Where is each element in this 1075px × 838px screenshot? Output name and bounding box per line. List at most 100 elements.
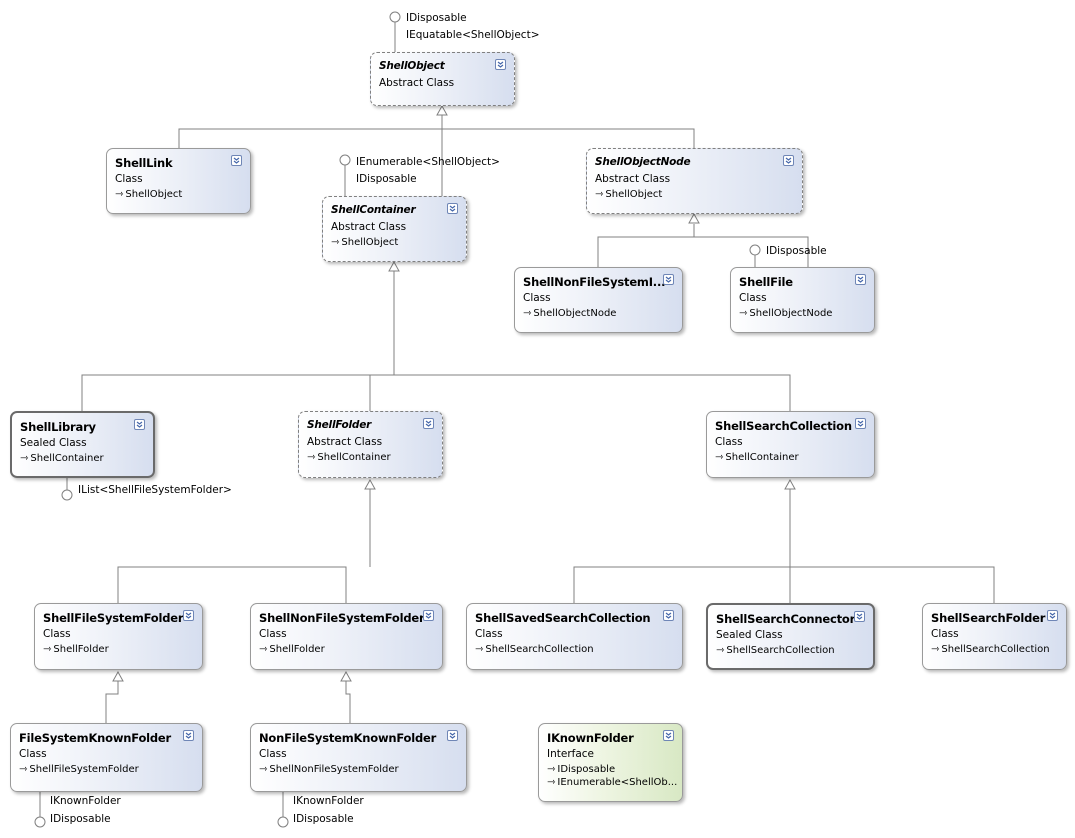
collapse-chevron-icon[interactable] <box>663 274 674 285</box>
class-shape-shellnonfilesystemfolder[interactable]: ShellNonFileSystemFolder Class ⇾ShellFol… <box>250 603 443 670</box>
class-shape-shellobject[interactable]: ShellObject Abstract Class <box>370 52 515 106</box>
inherit-arrow-icon: ⇾ <box>547 764 556 775</box>
inherit-arrow-icon: ⇾ <box>307 452 316 463</box>
collapse-chevron-icon[interactable] <box>495 59 506 70</box>
inherit-arrow-icon: ⇾ <box>716 645 725 656</box>
class-name: ShellFileSystemFolder <box>43 611 184 625</box>
class-kind: Class <box>475 628 503 640</box>
interface-label-idisposable: IDisposable <box>356 173 417 185</box>
class-name: ShellFile <box>739 275 793 289</box>
base-type: ⇾IEnumerable<ShellOb... <box>547 777 677 788</box>
inherit-arrow-icon: ⇾ <box>715 452 724 463</box>
base-type-label: ShellObject <box>605 189 663 200</box>
base-type: ⇾ShellFolder <box>259 644 325 655</box>
class-name: FileSystemKnownFolder <box>19 731 171 745</box>
class-shape-shelllibrary[interactable]: ShellLibrary Sealed Class ⇾ShellContaine… <box>10 411 155 478</box>
class-name: ShellContainer <box>331 204 416 216</box>
collapse-chevron-icon[interactable] <box>854 611 865 622</box>
class-name: ShellSavedSearchCollection <box>475 611 651 625</box>
interface-name: IKnownFolder <box>547 731 634 745</box>
collapse-chevron-icon[interactable] <box>183 610 194 621</box>
base-type-label: ShellSearchCollection <box>485 644 594 655</box>
collapse-chevron-icon[interactable] <box>855 274 866 285</box>
interface-label-iequatable: IEquatable<ShellObject> <box>406 29 540 41</box>
class-kind: Class <box>715 436 743 448</box>
collapse-chevron-icon[interactable] <box>1047 610 1058 621</box>
class-shape-shellfolder[interactable]: ShellFolder Abstract Class ⇾ShellContain… <box>298 411 443 478</box>
collapse-chevron-icon[interactable] <box>663 610 674 621</box>
base-type: ⇾ShellFolder <box>43 644 109 655</box>
collapse-chevron-icon[interactable] <box>663 730 674 741</box>
class-kind: Class <box>739 292 767 304</box>
base-type-label: ShellSearchCollection <box>726 645 835 656</box>
class-kind: Class <box>259 748 287 760</box>
class-kind: Class <box>259 628 287 640</box>
inherit-arrow-icon: ⇾ <box>259 764 268 775</box>
base-type-label: ShellFolder <box>269 644 325 655</box>
collapse-chevron-icon[interactable] <box>134 419 145 430</box>
class-shape-shellsearchconnector[interactable]: ShellSearchConnector Sealed Class ⇾Shell… <box>706 603 875 670</box>
class-shape-shellsavedsearchcollection[interactable]: ShellSavedSearchCollection Class ⇾ShellS… <box>466 603 683 670</box>
interface-label-idisposable: IDisposable <box>766 245 827 257</box>
class-name: ShellSearchFolder <box>931 611 1046 625</box>
inherit-arrow-icon: ⇾ <box>43 644 52 655</box>
class-shape-shellcontainer[interactable]: ShellContainer Abstract Class ⇾ShellObje… <box>322 196 467 262</box>
collapse-chevron-icon[interactable] <box>447 203 458 214</box>
base-type-label: ShellContainer <box>317 452 391 463</box>
class-name: ShellNonFileSystemFolder <box>259 611 425 625</box>
inherit-arrow-icon: ⇾ <box>19 764 28 775</box>
base-type: ⇾ShellObject <box>115 189 182 200</box>
interface-label-iknownfolder: IKnownFolder <box>50 795 121 807</box>
inherit-arrow-icon: ⇾ <box>547 777 556 788</box>
class-shape-nonfilesystemknownfolder[interactable]: NonFileSystemKnownFolder Class ⇾ShellNon… <box>250 723 467 792</box>
base-type: ⇾ShellContainer <box>307 452 391 463</box>
collapse-chevron-icon[interactable] <box>423 418 434 429</box>
base-type: ⇾ShellFileSystemFolder <box>19 764 139 775</box>
base-type: ⇾IDisposable <box>547 764 615 775</box>
inherit-arrow-icon: ⇾ <box>931 644 940 655</box>
class-kind: Abstract Class <box>307 436 383 448</box>
class-kind: Abstract Class <box>331 221 407 233</box>
class-name: ShellNonFileSystemI... <box>523 275 666 289</box>
base-type-label: ShellObject <box>125 189 183 200</box>
class-shape-shellnonfilesystemitem[interactable]: ShellNonFileSystemI... Class ⇾ShellObjec… <box>514 267 683 333</box>
base-type-label: ShellContainer <box>30 453 104 464</box>
base-type: ⇾ShellObject <box>331 237 398 248</box>
class-kind: Class <box>19 748 47 760</box>
class-shape-shellsearchfolder[interactable]: ShellSearchFolder Class ⇾ShellSearchColl… <box>922 603 1067 670</box>
interface-kind: Interface <box>547 748 595 760</box>
collapse-chevron-icon[interactable] <box>183 730 194 741</box>
class-name: ShellLibrary <box>20 420 96 434</box>
interface-shape-iknownfolder[interactable]: IKnownFolder Interface ⇾IDisposable ⇾IEn… <box>538 723 683 802</box>
interface-label-idisposable: IDisposable <box>50 813 111 825</box>
class-shape-shellobjectnode[interactable]: ShellObjectNode Abstract Class ⇾ShellObj… <box>586 148 803 214</box>
class-kind: Class <box>931 628 959 640</box>
base-type: ⇾ShellObjectNode <box>739 308 832 319</box>
interface-label-idisposable: IDisposable <box>293 813 354 825</box>
class-shape-shellsearchcollection[interactable]: ShellSearchCollection Class ⇾ShellContai… <box>706 411 875 478</box>
class-shape-shellfile[interactable]: ShellFile Class ⇾ShellObjectNode <box>730 267 875 333</box>
class-name: ShellObjectNode <box>595 156 691 168</box>
inherit-arrow-icon: ⇾ <box>331 237 340 248</box>
base-type: ⇾ShellObject <box>595 189 662 200</box>
inherit-arrow-icon: ⇾ <box>20 453 29 464</box>
class-kind: Class <box>523 292 551 304</box>
class-shape-shelllink[interactable]: ShellLink Class ⇾ShellObject <box>106 148 251 214</box>
class-kind: Abstract Class <box>379 77 455 89</box>
collapse-chevron-icon[interactable] <box>855 418 866 429</box>
class-name: ShellObject <box>379 60 445 72</box>
interface-label-idisposable: IDisposable <box>406 12 467 24</box>
class-kind: Sealed Class <box>716 629 783 641</box>
class-kind: Sealed Class <box>20 437 87 449</box>
collapse-chevron-icon[interactable] <box>423 610 434 621</box>
collapse-chevron-icon[interactable] <box>447 730 458 741</box>
collapse-chevron-icon[interactable] <box>783 155 794 166</box>
inherit-arrow-icon: ⇾ <box>595 189 604 200</box>
base-type-label: ShellFolder <box>53 644 109 655</box>
collapse-chevron-icon[interactable] <box>231 155 242 166</box>
class-shape-filesystemknownfolder[interactable]: FileSystemKnownFolder Class ⇾ShellFileSy… <box>10 723 203 792</box>
class-shape-shellfilesystemfolder[interactable]: ShellFileSystemFolder Class ⇾ShellFolder <box>34 603 203 670</box>
inherit-arrow-icon: ⇾ <box>259 644 268 655</box>
base-type: ⇾ShellContainer <box>20 453 104 464</box>
